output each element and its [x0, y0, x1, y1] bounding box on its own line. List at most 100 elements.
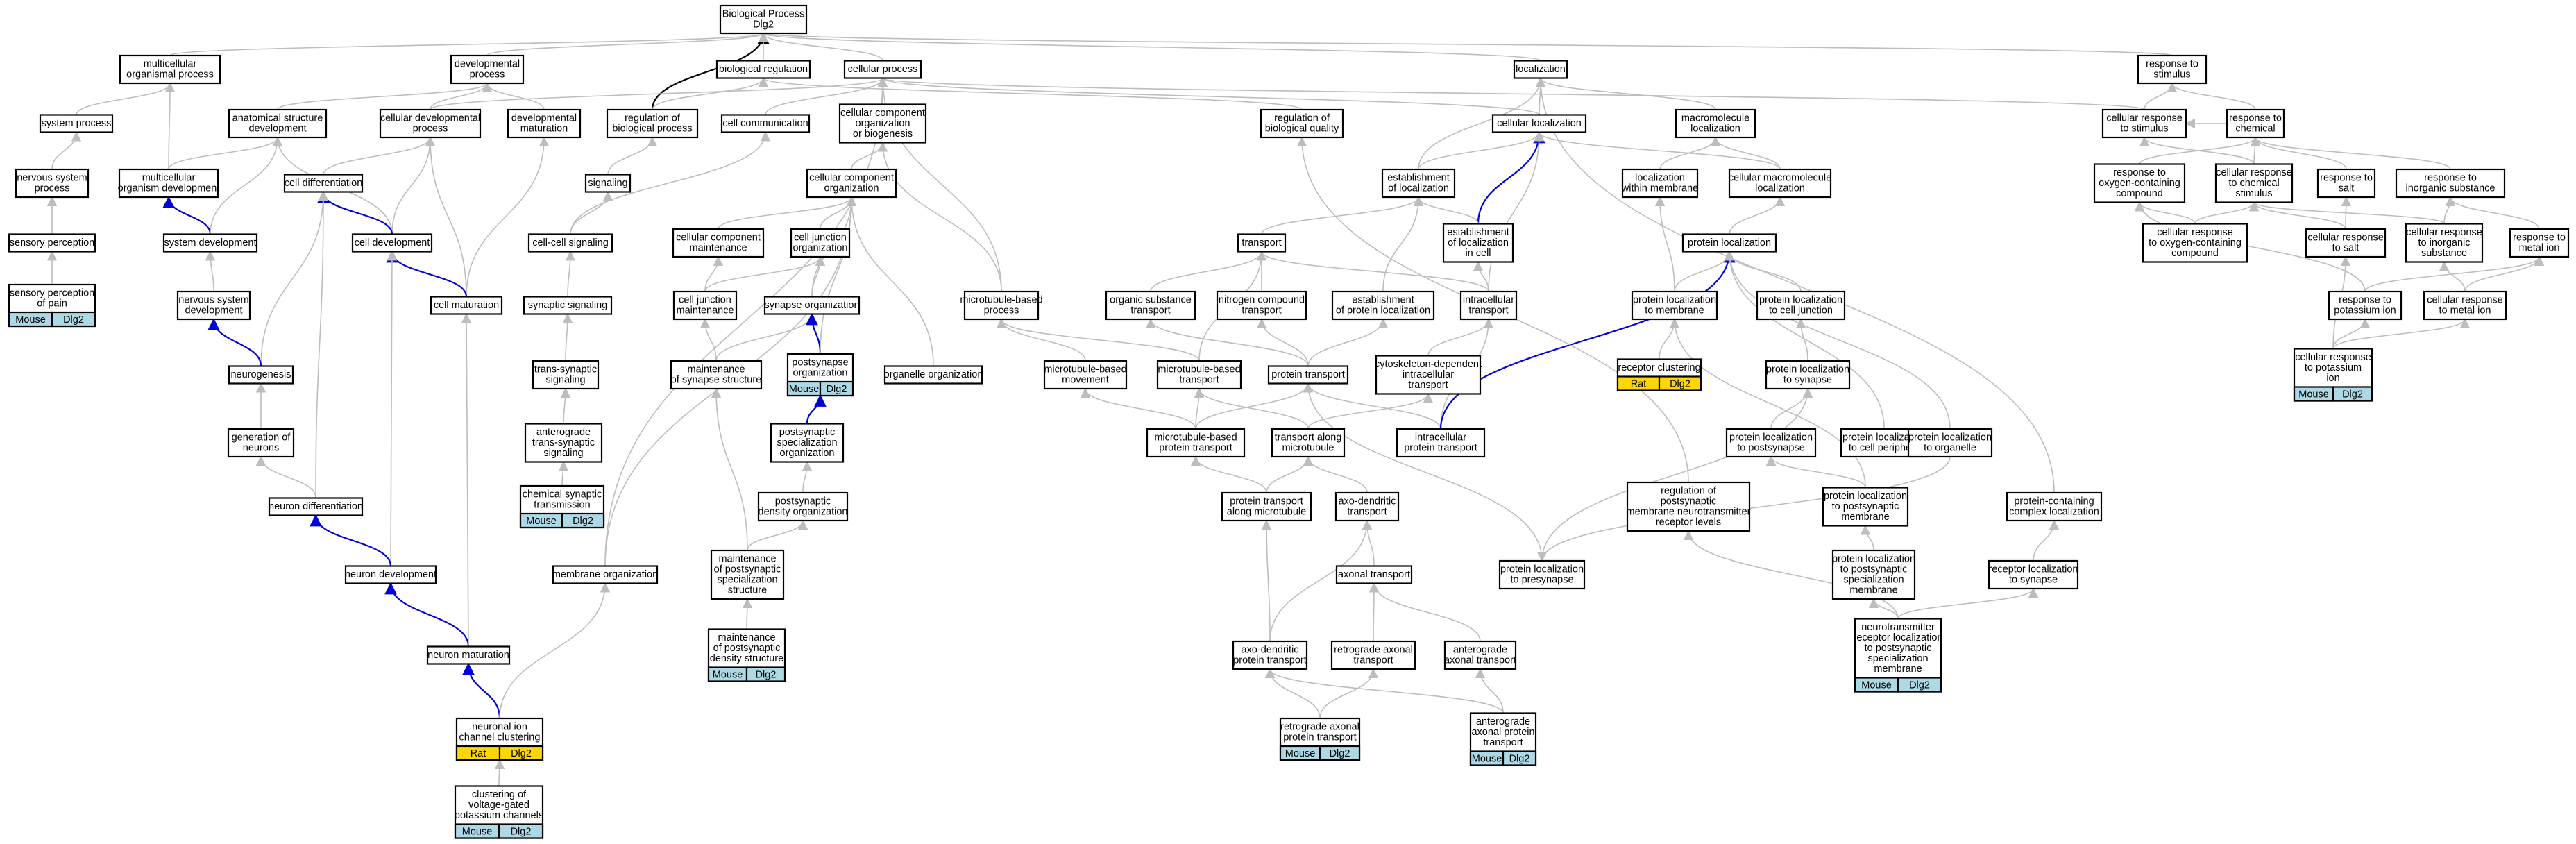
go-term-ccs[interactable]: cell-cell signaling	[527, 233, 613, 253]
go-term-axt[interactable]: axonal transport	[1335, 565, 1413, 584]
go-term-cloc[interactable]: cellular localization	[1491, 114, 1587, 133]
go-term-cdiff[interactable]: cell differentiation	[283, 174, 364, 193]
go-term-cmat[interactable]: cell maturation	[430, 296, 503, 315]
go-term-ndiff[interactable]: neuron differentiation	[268, 497, 364, 516]
go-term-ssig[interactable]: synaptic signaling	[523, 296, 613, 315]
go-term-synorg[interactable]: synapse organization	[763, 296, 861, 315]
go-term-loc[interactable]: localization	[1513, 60, 1568, 79]
go-term-ndev[interactable]: neuron development	[345, 565, 437, 584]
go-term-cellp[interactable]: cellular process	[843, 60, 922, 79]
go-term-sysp[interactable]: system process	[39, 114, 114, 133]
go-term-spercep[interactable]: sensory perception	[8, 233, 96, 253]
go-term-morg[interactable]: membrane organization	[552, 565, 658, 584]
go-term-ploc[interactable]: protein localization	[1681, 233, 1777, 253]
go-term-ccom[interactable]: cell communication	[720, 114, 811, 133]
go-term-nmat[interactable]: neuron maturation	[426, 645, 511, 665]
go-term-sig[interactable]: signaling	[584, 174, 632, 193]
go-term-neurog[interactable]: neurogenesis	[228, 365, 294, 385]
go-term-ptrans[interactable]: protein transport	[1267, 365, 1349, 385]
go-term-celldev[interactable]: cell development	[351, 233, 433, 253]
go-term-trans[interactable]: transport	[1237, 233, 1287, 253]
go-term-orgo[interactable]: organelle organization	[884, 365, 983, 385]
go-term-breg[interactable]: biological regulation	[715, 60, 811, 79]
go-term-cdit[interactable]: cytoskeleton-dependentintracellulartrans…	[1375, 355, 1482, 395]
go-term-sysdev[interactable]: system development	[162, 233, 258, 253]
